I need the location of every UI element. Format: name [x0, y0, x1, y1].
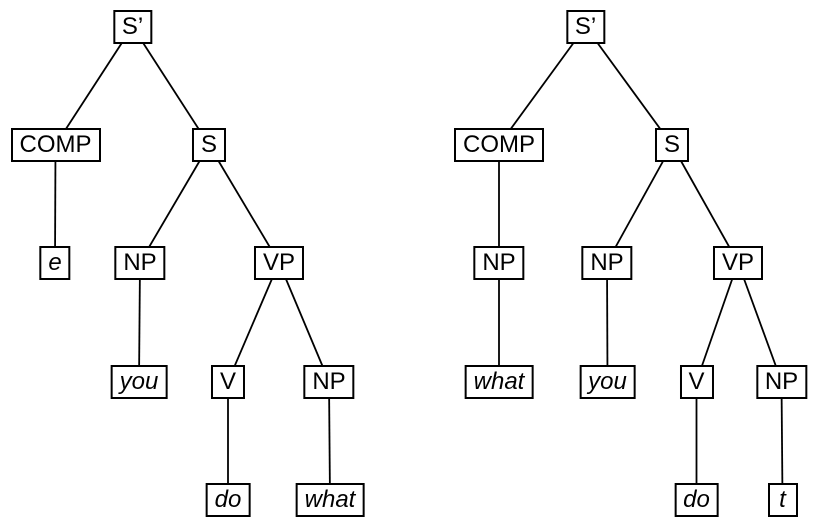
edge-s-vp [208, 144, 280, 263]
left-node-vp: VP [253, 246, 305, 280]
right-node-vp: VP [712, 246, 764, 280]
right-node-s: S [654, 128, 690, 162]
left-node-what: what [295, 483, 365, 517]
left-node-s-bar: S’ [112, 10, 153, 44]
left-node-np-object: NP [303, 365, 355, 399]
left-node-comp: COMP [10, 128, 101, 162]
right-node-comp: COMP [454, 128, 544, 162]
right-node-t: t [767, 483, 798, 517]
edge-vp-np [278, 262, 330, 382]
left-node-np-subject: NP [114, 246, 166, 280]
edge-sbar-comp [498, 25, 587, 146]
edge-sbar-comp [54, 26, 134, 146]
edge-vp-v [695, 262, 739, 382]
right-node-np-subject: NP [581, 246, 633, 280]
right-node-v: V [679, 365, 714, 399]
edge-np-what [328, 381, 331, 500]
right-node-np-comp: NP [473, 246, 525, 280]
right-node-you: you [579, 365, 636, 399]
left-node-e: e [39, 246, 71, 280]
left-node-do: do [205, 483, 251, 517]
edge-s-np [606, 144, 673, 263]
left-node-v: V [210, 365, 246, 399]
edge-np-you [138, 262, 141, 382]
edge-s-vp [671, 144, 739, 263]
left-node-s: S [191, 128, 227, 162]
right-node-what: what [464, 365, 534, 399]
edge-vp-np [737, 262, 783, 382]
right-node-s-bar: S’ [565, 10, 606, 44]
left-node-you: you [110, 365, 168, 399]
edge-np-t [780, 381, 784, 500]
right-node-np-object: NP [755, 365, 808, 399]
edge-np-you [606, 262, 609, 382]
edge-comp-e [54, 144, 57, 263]
edge-s-np [139, 144, 210, 263]
right-node-do: do [674, 483, 719, 517]
edge-vp-v [227, 262, 280, 382]
edge-sbar-s [131, 26, 210, 146]
edge-sbar-s [584, 25, 673, 146]
